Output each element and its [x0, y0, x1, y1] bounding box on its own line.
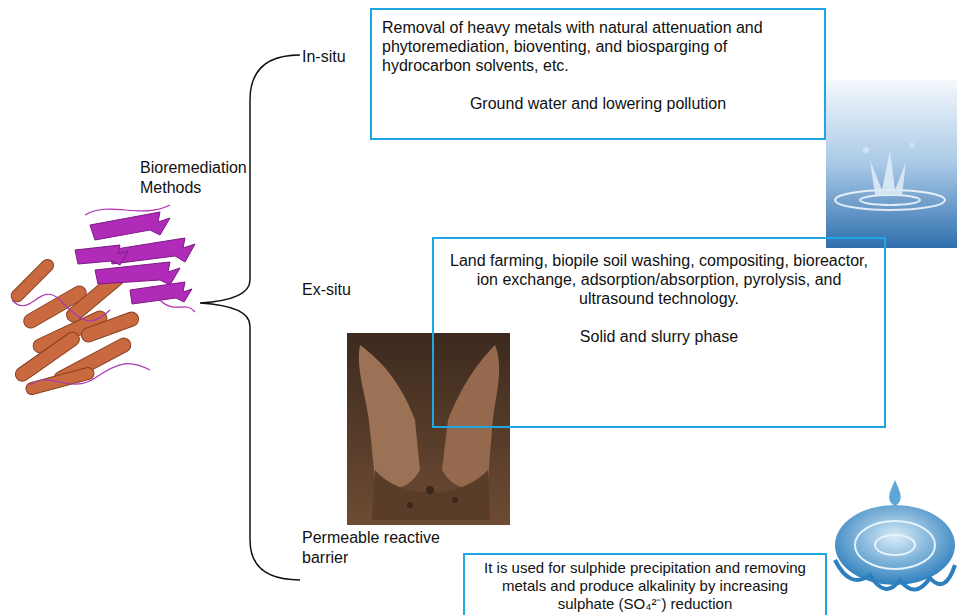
- protein-illustration: [9, 205, 195, 396]
- water-splash-picture: [826, 80, 957, 248]
- box-text: Land farming, biopile soil washing, comp…: [444, 251, 874, 309]
- text-box: It is used for sulphide precipitation an…: [463, 553, 827, 615]
- text-box: Removal of heavy metals with natural att…: [370, 8, 826, 140]
- text-box: Land farming, biopile soil washing, comp…: [432, 237, 886, 428]
- box-subtext: Solid and slurry phase: [444, 327, 874, 346]
- diagram-heading: Bioremediation Methods: [140, 158, 270, 198]
- box-text: Removal of heavy metals with natural att…: [382, 18, 814, 76]
- box-subtext: Ground water and lowering pollution: [382, 94, 814, 113]
- category-label: Ex-situ: [302, 280, 382, 300]
- water-drop-picture: [835, 480, 955, 590]
- box-text: It is used for sulphide precipitation an…: [473, 559, 817, 613]
- category-label: Permeable reactive barrier: [302, 528, 442, 568]
- hands-soil-picture: [347, 333, 510, 525]
- curly-bracket: [200, 55, 300, 580]
